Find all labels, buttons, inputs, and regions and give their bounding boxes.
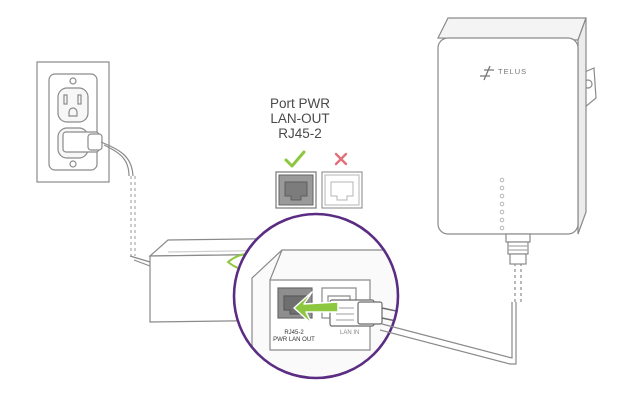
port-caption-line3: RJ45-2 [278,126,322,141]
extender-connector [505,233,531,243]
lan-in-label: LAN IN [340,330,359,336]
insert-arrow-icon [293,291,339,325]
telus-logo [480,65,494,81]
port-compare [275,150,363,209]
zoom-callout: RJ45-2 PWR LAN OUT LAN IN [232,212,400,380]
rj45-2-label: RJ45-2 [284,330,304,336]
check-icon [284,150,306,168]
ethernet-cable [379,264,522,365]
status-led-column [499,177,505,231]
port-caption-line1: Port PWR [269,96,330,111]
brand-label: TELUS [498,67,527,76]
port-caption-line2: LAN-OUT [270,111,330,126]
pwr-lan-out-label: PWR LAN OUT [273,337,315,343]
wall-outlet [36,61,134,183]
x-icon [334,152,348,166]
port-caption: Port PWR LAN-OUT RJ45-2 [230,96,370,141]
wifi-extender: TELUS [437,17,597,265]
power-cable [130,176,136,256]
